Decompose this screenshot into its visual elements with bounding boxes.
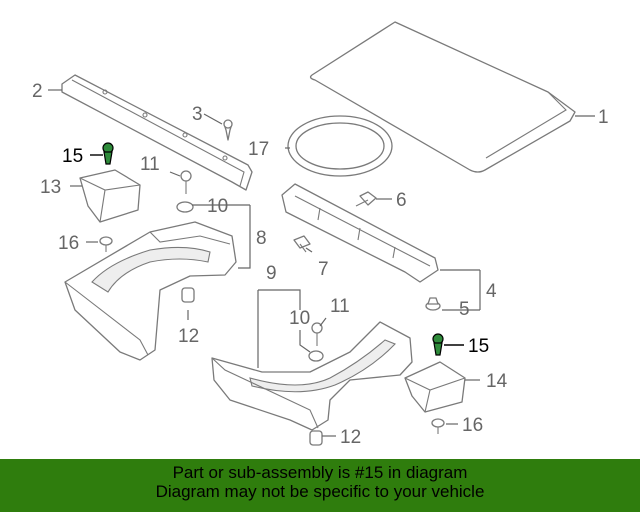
part-13-left-bin [79, 169, 141, 223]
part-12-plug-right [309, 430, 323, 446]
parts-diagram: 1 2 3 17 6 4 5 7 8 9 10 10 11 11 12 12 1… [32, 21, 609, 448]
callout-7: 7 [318, 259, 329, 280]
banner-line-1: Part or sub-assembly is #15 in diagram [172, 463, 468, 482]
callout-12-right: 12 [340, 427, 361, 448]
callout-9: 9 [266, 263, 277, 284]
part-17-seal-ring [287, 115, 393, 177]
info-banner: Part or sub-assembly is #15 in diagram D… [0, 459, 640, 512]
part-12-plug-left [181, 287, 195, 303]
part-2-panel-trim [61, 74, 253, 191]
part-8-left-tray [64, 221, 237, 361]
part-15-clip-left [102, 142, 114, 165]
part-4-sill-plate [281, 183, 439, 283]
callout-3: 3 [192, 104, 203, 125]
banner-line-2: Diagram may not be specific to your vehi… [155, 482, 485, 501]
part-3-clip [223, 119, 233, 141]
part-5-retainer [425, 297, 441, 311]
part-14-right-bin [404, 361, 466, 413]
callout-2: 2 [32, 81, 43, 102]
callout-12-left: 12 [178, 326, 199, 347]
callout-15-left: 15 [62, 146, 83, 167]
callout-8: 8 [256, 228, 267, 249]
callout-10-right: 10 [289, 308, 310, 329]
part-11-screw-left [180, 170, 192, 194]
callout-1: 1 [598, 107, 609, 128]
part-10-nut-right [308, 350, 324, 362]
part-6-screw [355, 191, 377, 207]
callout-11-left: 11 [140, 154, 160, 175]
callout-13: 13 [40, 177, 61, 198]
part-10-nut-left [176, 201, 194, 213]
part-1-floor-mat [309, 21, 576, 173]
callout-10-left: 10 [207, 196, 228, 217]
callout-16-left: 16 [58, 233, 79, 254]
callout-14: 14 [486, 371, 508, 392]
callout-4: 4 [486, 281, 497, 302]
callout-5: 5 [459, 299, 470, 320]
part-16-fastener-right [431, 418, 445, 434]
part-9-right-tray [211, 321, 413, 431]
callout-6: 6 [396, 190, 407, 211]
part-11-screw-right [311, 322, 323, 346]
callout-15-right: 15 [468, 336, 489, 357]
part-16-fastener-left [99, 236, 113, 252]
part-15-clip-right [432, 333, 444, 356]
leader-lines [48, 89, 595, 437]
callout-16-right: 16 [462, 415, 483, 436]
callout-17: 17 [248, 139, 269, 160]
callout-11-right: 11 [330, 296, 350, 317]
part-7-push-pin [293, 235, 311, 253]
